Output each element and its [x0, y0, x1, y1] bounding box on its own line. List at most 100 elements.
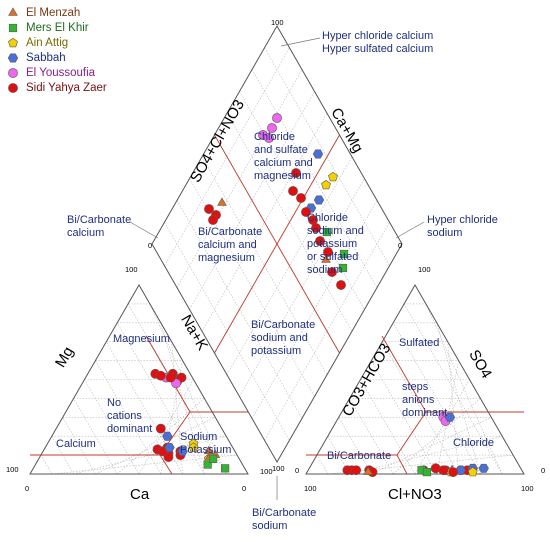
- classification-line: [306, 411, 524, 456]
- grid-line: [371, 360, 438, 475]
- data-point-mers-el-khir: [8, 23, 18, 32]
- legend-item: Ain Attig: [6, 35, 107, 50]
- tick-label: 0: [242, 484, 247, 493]
- axis-label-cl-no3: Cl+NO3: [388, 486, 442, 503]
- data-point-sidi-yahya-zaer: [204, 204, 214, 214]
- data-point-ain-attig: [8, 37, 18, 47]
- data-point-sabbah: [164, 443, 175, 453]
- grid-line: [316, 454, 329, 475]
- tick-label: 100: [125, 265, 138, 274]
- label-hyper-chloride-calcium: Hyper chloride calcium Hyper sulfated ca…: [322, 30, 434, 55]
- label-steps-anions-dominant: steps anions dominant: [402, 381, 448, 419]
- data-point-sabbah: [478, 463, 489, 473]
- label-chloride-na-k: Chloride sodium and potassium or sulfate…: [307, 212, 364, 276]
- legend-item: El Youssoufia: [6, 65, 107, 80]
- data-point-el-menzah: [217, 197, 227, 206]
- legend-label: Ain Attig: [26, 36, 69, 49]
- data-point-sidi-yahya-zaer: [448, 467, 459, 478]
- legend-item: Sidi Yahya Zaer: [6, 80, 107, 95]
- label-calcium: Calcium: [56, 438, 96, 450]
- data-point-sidi-yahya-zaer: [351, 465, 362, 476]
- data-point-sidi-yahya-zaer: [323, 247, 333, 257]
- legend-label: El Youssoufia: [26, 66, 96, 79]
- label-hyper-chloride-sodium: Hyper chloride sodium: [427, 214, 498, 239]
- label-magnesium: Magnesium: [113, 333, 170, 345]
- label-bicarbonate-sodium: Bi/Carbonate sodium: [252, 507, 317, 532]
- grid-line: [382, 341, 459, 475]
- data-point-sidi-yahya-zaer: [208, 215, 218, 225]
- label-bicarbonate-ca-mg: Bi/Carbonate calcium and magnesium: [198, 226, 263, 264]
- data-point-mers-el-khir: [203, 460, 212, 469]
- tick-label: 100: [271, 18, 284, 27]
- tick-label: 0: [398, 241, 403, 250]
- data-point-sabbah: [177, 446, 188, 456]
- label-bicarbonate-na-k: Bi/Carbonate sodium and potassium: [251, 319, 316, 357]
- legend-marker-icon: [8, 82, 18, 93]
- data-point-sabbah: [444, 412, 456, 422]
- data-point-el-menzah: [8, 6, 18, 16]
- triangle-frame: [305, 283, 525, 475]
- label-sulfated: Sulfated: [399, 337, 440, 349]
- legend-label: Mers El Khir: [26, 21, 89, 34]
- grid-line: [73, 398, 118, 475]
- grid-line: [392, 322, 481, 475]
- tick-label: 0: [148, 241, 153, 250]
- legend-item: Mers El Khir: [6, 20, 107, 35]
- label-bicarbonate-right: Bi/Carbonate: [327, 450, 392, 462]
- legend-label: El Menzah: [26, 6, 81, 19]
- grid-line: [84, 379, 140, 475]
- data-point-mers-el-khir: [221, 464, 230, 473]
- data-point-sidi-yahya-zaer: [155, 423, 166, 434]
- data-point-mers-el-khir: [338, 263, 348, 273]
- legend-item: El Menzah: [6, 5, 107, 20]
- grid-line: [149, 303, 227, 475]
- label-chloride-sulfate-ca-mg: Chloride and sulfate calcium and magnesi…: [254, 131, 313, 182]
- data-point-sidi-yahya-zaer: [315, 236, 325, 246]
- data-point-mers-el-khir: [422, 468, 432, 477]
- frame-layer: [29, 24, 525, 475]
- classification-line: [396, 454, 408, 475]
- grid-line: [360, 379, 416, 475]
- grid-line: [349, 398, 394, 475]
- label-chloride: Chloride: [453, 437, 494, 449]
- triangle-frame: [29, 283, 249, 475]
- label-sodium-potassium: Sodium Potassium: [180, 431, 232, 456]
- data-point-el-youssoufia: [272, 113, 282, 123]
- legend-marker-icon: [7, 52, 19, 62]
- data-point-el-menzah: [321, 254, 331, 263]
- data-point-el-youssoufia: [267, 123, 277, 133]
- grid-line: [338, 417, 372, 475]
- tick-label: 100: [521, 484, 534, 493]
- grid-line: [40, 454, 53, 475]
- data-point-sidi-yahya-zaer: [155, 370, 166, 381]
- data-point-sidi-yahya-zaer: [288, 186, 298, 196]
- label-no-cations-dominant: No cations dominant: [107, 397, 153, 435]
- leader-line: [395, 221, 425, 239]
- data-point-ain-attig: [467, 466, 478, 477]
- data-point-sidi-yahya-zaer: [327, 267, 337, 277]
- data-points: [150, 113, 489, 478]
- grid-line: [116, 322, 205, 475]
- data-point-mers-el-khir: [322, 227, 332, 237]
- tick-label: 100: [272, 464, 285, 473]
- grid-line: [414, 379, 470, 475]
- data-point-sidi-yahya-zaer: [438, 465, 449, 476]
- data-point-sidi-yahya-zaer: [165, 372, 176, 383]
- legend-marker-icon: [8, 23, 18, 32]
- grid-line: [447, 341, 459, 475]
- classification-lines: [30, 134, 524, 475]
- data-point-el-youssoufia: [264, 133, 274, 143]
- legend-marker-icon: [8, 67, 18, 78]
- axis-label-ca: Ca: [130, 486, 150, 503]
- classification-line: [30, 411, 248, 456]
- grid-line: [62, 417, 96, 475]
- tick-label: 100: [260, 467, 273, 476]
- tick-label: 100: [418, 265, 431, 274]
- grid-line: [138, 379, 194, 475]
- legend-label: Sidi Yahya Zaer: [26, 81, 107, 94]
- data-point-sidi-yahya-zaer: [336, 280, 346, 290]
- tick-label: 0: [295, 466, 300, 475]
- data-point-mers-el-khir: [339, 249, 349, 259]
